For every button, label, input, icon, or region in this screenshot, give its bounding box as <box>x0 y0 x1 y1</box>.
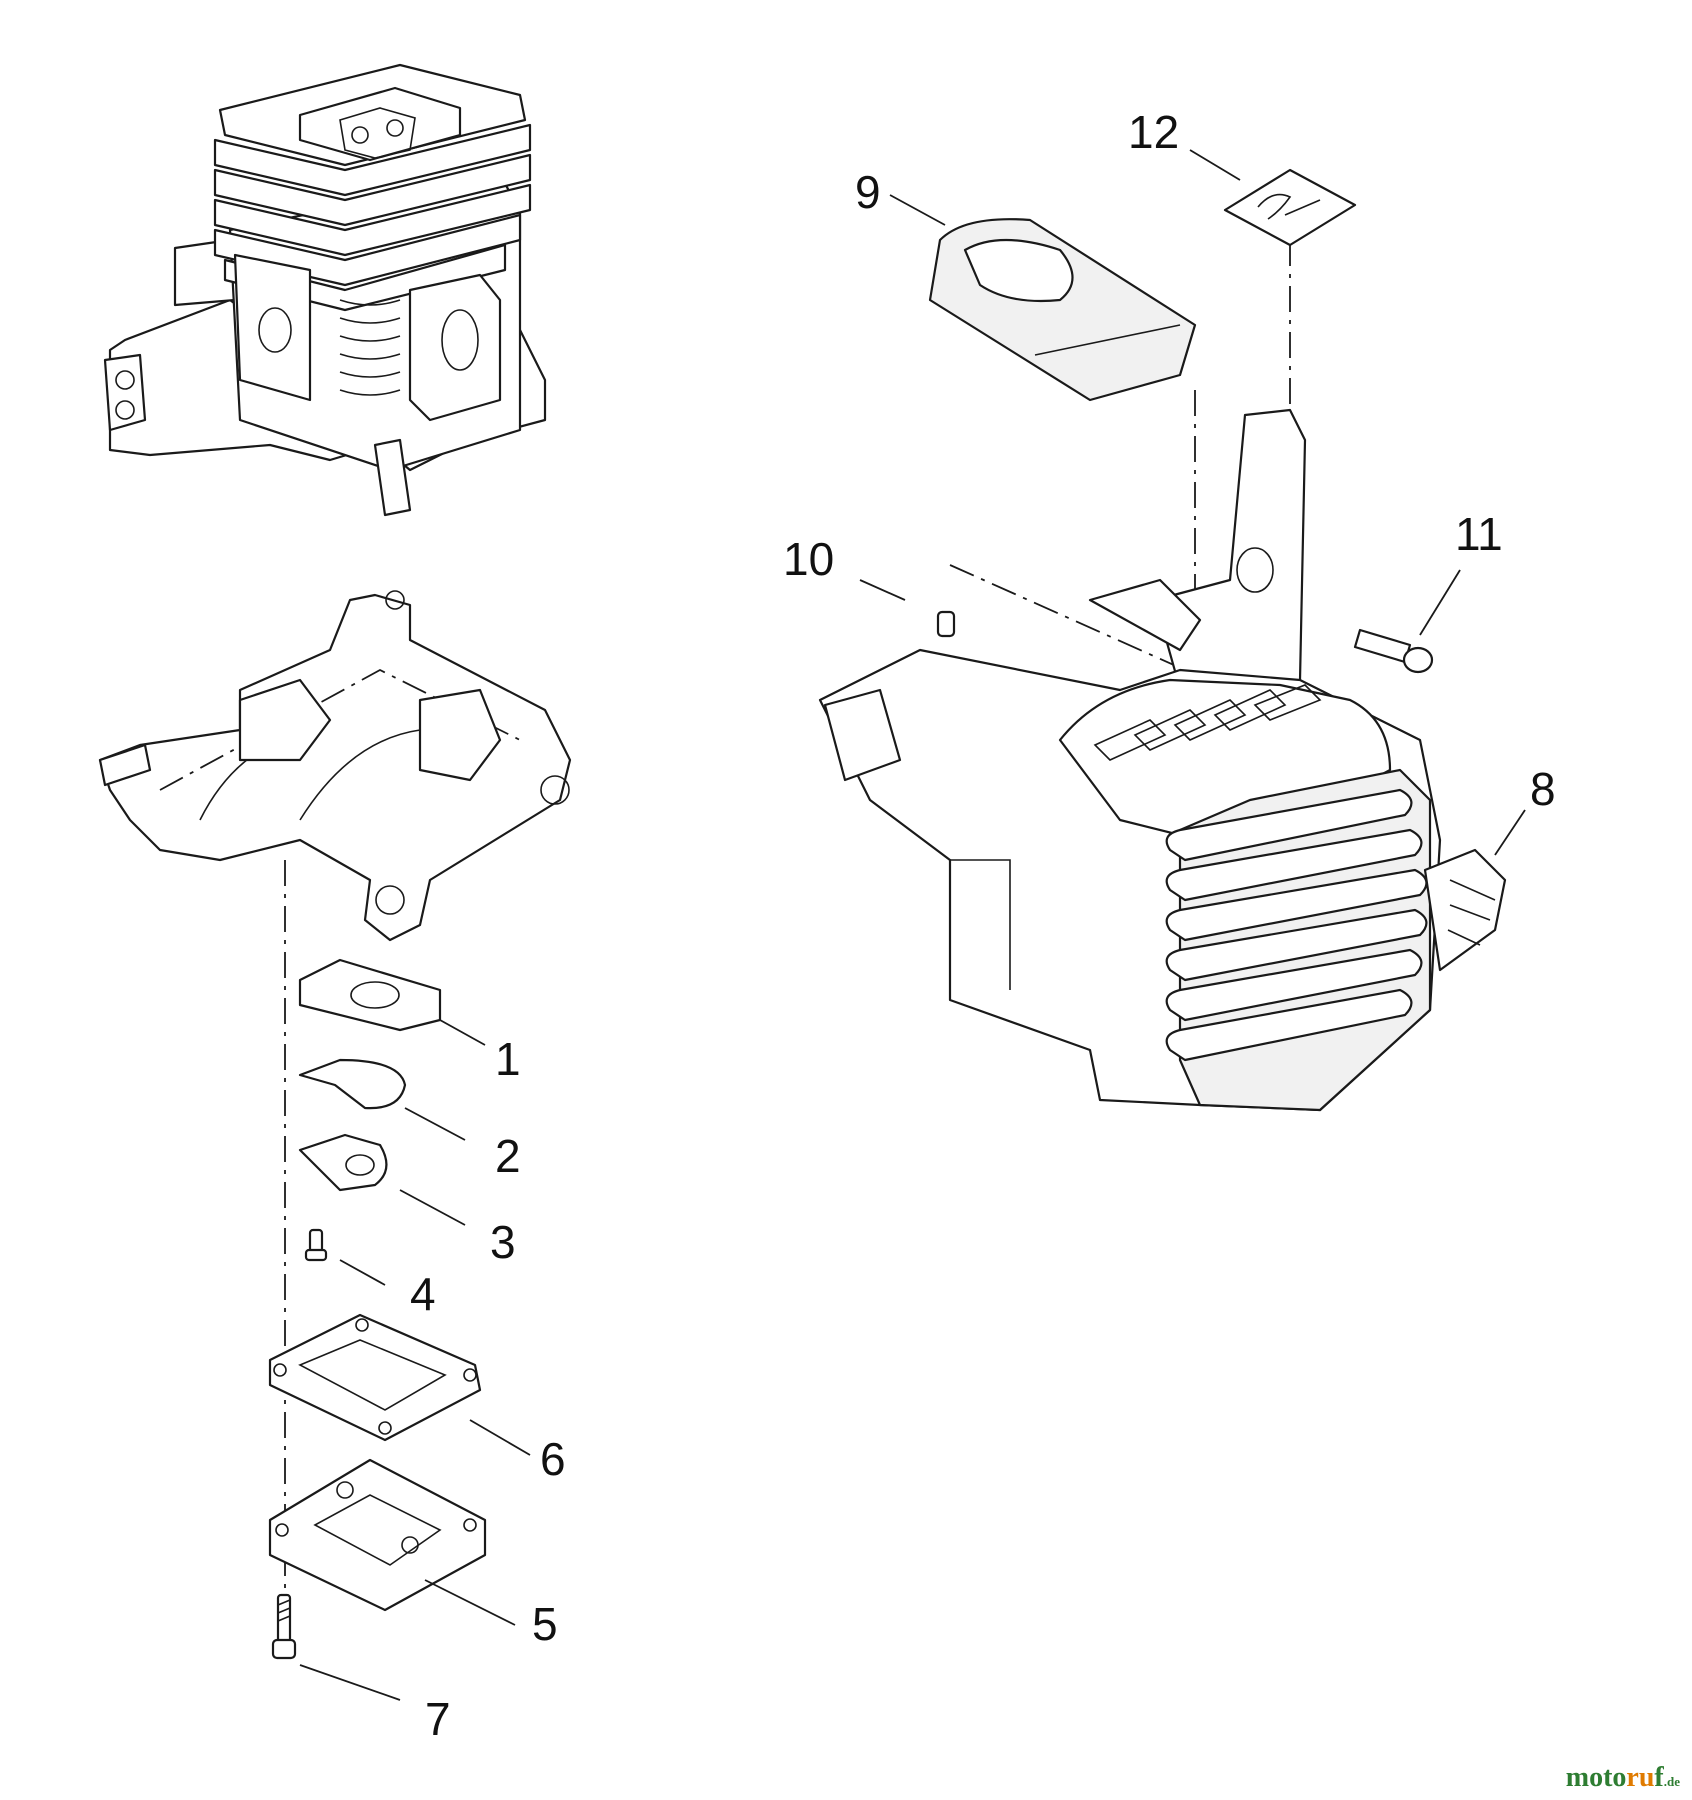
watermark-main: moto <box>1565 1762 1627 1793</box>
cover-top-slots <box>1093 684 1322 761</box>
cylinder-spring <box>339 299 401 396</box>
part-2-reed-valve <box>298 1058 407 1110</box>
callout-6: 6 <box>540 1433 566 1485</box>
cover-front-grille <box>1165 788 1428 1062</box>
part-7-bolt <box>271 1593 297 1660</box>
engine-cylinder-assembly <box>103 63 547 517</box>
part-1-gasket <box>298 958 442 1032</box>
part-10-pin <box>936 610 956 638</box>
watermark-end: f <box>1654 1762 1664 1793</box>
callout-12: 12 <box>1128 106 1179 158</box>
watermark-tld: .de <box>1663 1774 1680 1789</box>
callout-7: 7 <box>425 1693 451 1745</box>
callout-1: 1 <box>495 1033 521 1085</box>
part-12-decal <box>1223 168 1357 247</box>
part-6-insulator-gasket <box>268 1313 482 1442</box>
part-4-screw <box>304 1228 328 1262</box>
callout-8: 8 <box>1530 763 1556 815</box>
callout-5: 5 <box>532 1598 558 1650</box>
callout-10: 10 <box>783 533 834 585</box>
callout-9: 9 <box>855 166 881 218</box>
watermark-accent: ru <box>1626 1762 1655 1793</box>
leader-lines <box>299 149 1526 1701</box>
callout-2: 2 <box>495 1130 521 1182</box>
callout-3: 3 <box>490 1216 516 1268</box>
part-3-reed-stopper <box>298 1133 388 1192</box>
part-8-cylinder-cover <box>818 408 1507 1112</box>
part-11-bolt <box>1353 628 1434 674</box>
part-5-intake-insulator <box>268 1458 487 1612</box>
callout-11: 11 <box>1455 508 1503 560</box>
crankcase <box>98 590 572 942</box>
assembly-axis-10 <box>949 564 1186 671</box>
part-9-cover-plate <box>928 218 1197 402</box>
callout-4: 4 <box>410 1268 436 1320</box>
callout-labels: 1 2 3 4 5 6 7 8 9 10 11 12 <box>410 106 1556 1745</box>
site-watermark-logo: motoruf.de <box>1566 1762 1680 1794</box>
